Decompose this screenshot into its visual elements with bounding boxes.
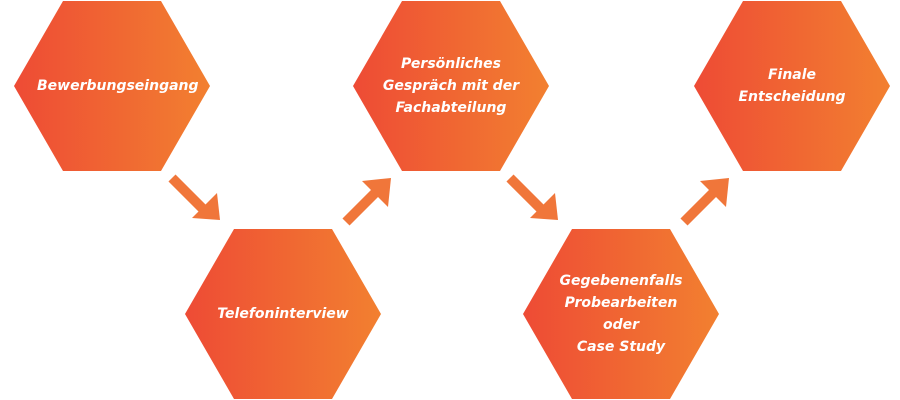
step-2-label: Telefoninterview <box>217 306 349 322</box>
step-1-hexagon: Bewerbungseingang <box>14 1 210 171</box>
step-1-label: Bewerbungseingang <box>37 78 199 94</box>
step-2-hexagon: Telefoninterview <box>185 229 381 399</box>
arrow-step-1-to-2 <box>168 174 220 220</box>
step-3-label: Persönliches Gespräch mit der Fachabteil… <box>382 56 520 116</box>
step-5-label: Finale Entscheidung <box>738 67 846 105</box>
arrow-step-2-to-3 <box>342 178 391 226</box>
step-4-label: Gegebenenfalls Probearbeiten oder Case S… <box>559 273 683 355</box>
step-3-hexagon: Persönliches Gespräch mit der Fachabteil… <box>353 1 549 171</box>
arrow-step-4-to-5 <box>680 178 729 226</box>
step-4-hexagon: Gegebenenfalls Probearbeiten oder Case S… <box>523 229 719 399</box>
step-5-hexagon: Finale Entscheidung <box>694 1 890 171</box>
arrow-step-3-to-4 <box>506 174 558 220</box>
